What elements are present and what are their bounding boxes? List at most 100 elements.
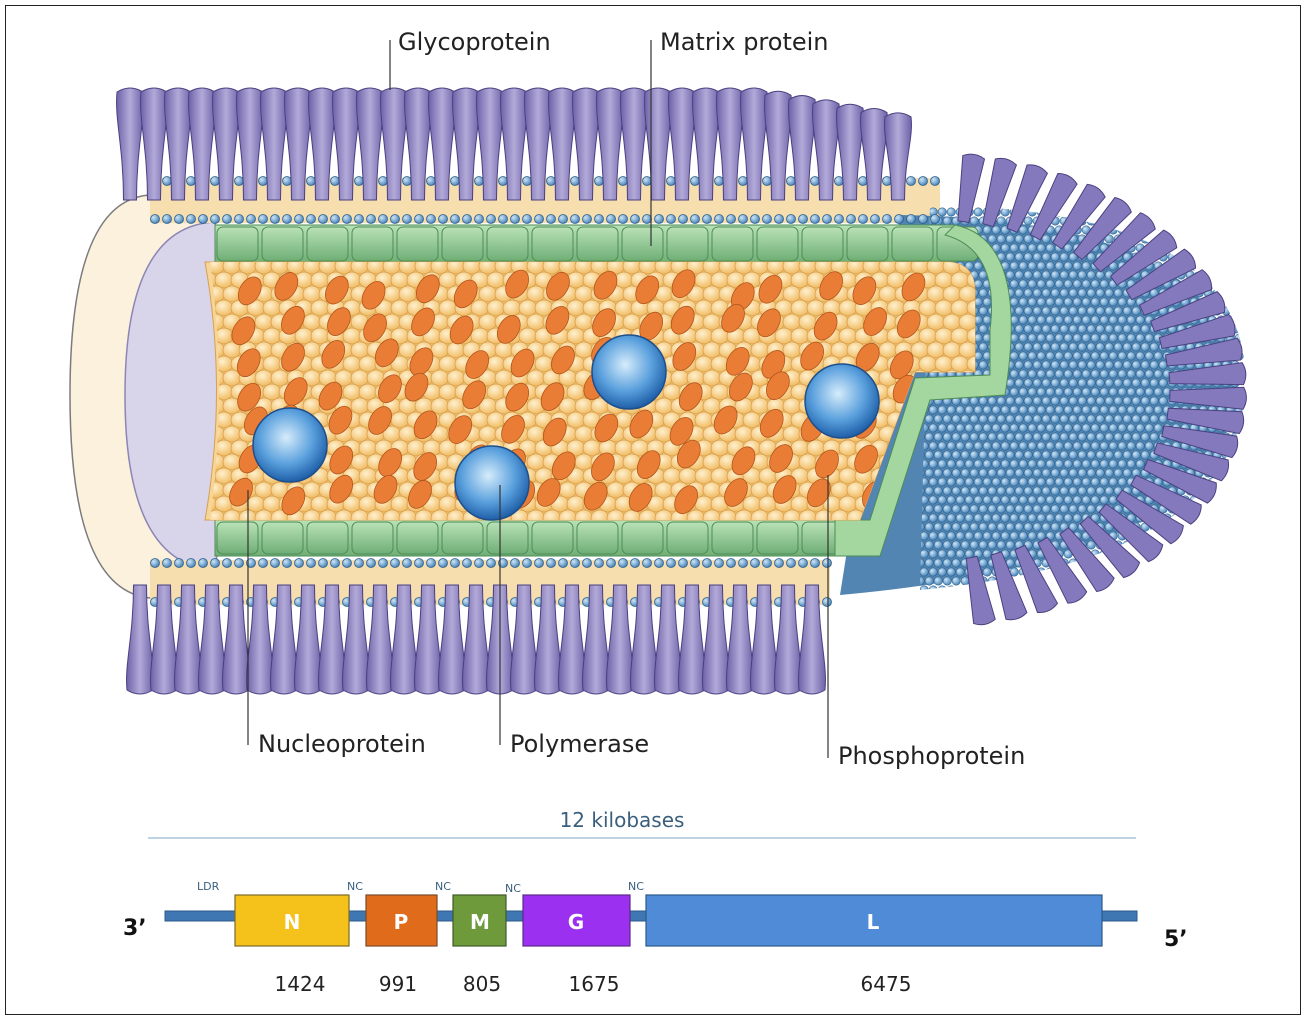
cap-protein — [1051, 487, 1059, 495]
cap-protein — [1046, 388, 1054, 396]
cap-protein — [1217, 532, 1225, 540]
cap-protein — [1069, 397, 1077, 405]
cap-protein — [970, 469, 978, 477]
cap-protein — [1024, 361, 1032, 369]
lipid-head — [151, 215, 160, 224]
nucleoprotein-unit — [559, 482, 577, 498]
lipid-head — [439, 559, 448, 568]
cap-protein — [1033, 523, 1041, 531]
cap-protein — [1118, 478, 1126, 486]
nucleoprotein-unit — [343, 384, 361, 400]
matrix-protein-unit — [802, 227, 843, 261]
nucleoprotein-unit — [567, 328, 585, 344]
cap-protein — [1226, 514, 1234, 522]
nucleoprotein-unit — [567, 300, 585, 316]
cap-protein — [1132, 379, 1140, 387]
nucleoprotein-unit — [215, 300, 233, 316]
cap-protein — [1195, 253, 1203, 261]
cap-protein — [1073, 460, 1081, 468]
cap-protein — [1001, 532, 1009, 540]
cap-protein — [938, 424, 946, 432]
lipid-head — [247, 215, 256, 224]
lipid-head — [655, 559, 664, 568]
cap-protein — [1087, 433, 1095, 441]
cap-protein — [1154, 208, 1162, 216]
cap-protein — [1033, 415, 1041, 423]
nucleoprotein-unit — [575, 286, 593, 302]
cap-protein — [1145, 424, 1153, 432]
cap-protein — [925, 469, 933, 477]
nucleoprotein-unit — [487, 412, 505, 428]
cap-protein — [1019, 532, 1027, 540]
lipid-head — [751, 215, 760, 224]
cap-protein — [1118, 316, 1126, 324]
cap-protein — [1141, 379, 1149, 387]
cap-protein — [947, 424, 955, 432]
nucleoprotein-unit — [879, 398, 897, 414]
cap-protein — [1015, 433, 1023, 441]
nucleoprotein-unit — [575, 398, 593, 414]
cap-protein — [938, 550, 946, 558]
cap-protein — [1028, 298, 1036, 306]
cap-protein — [947, 550, 955, 558]
cap-protein — [934, 577, 942, 585]
lipid-head — [379, 559, 388, 568]
cap-protein — [974, 442, 982, 450]
nucleoprotein-unit — [495, 370, 513, 386]
lipid-head — [799, 215, 808, 224]
cap-protein — [1051, 343, 1059, 351]
cap-protein — [1195, 217, 1203, 225]
nucleoprotein-unit — [703, 482, 721, 498]
cap-protein — [1204, 253, 1212, 261]
cap-protein — [1037, 478, 1045, 486]
cap-protein — [1073, 406, 1081, 414]
cap-protein — [1109, 352, 1117, 360]
cap-protein — [974, 478, 982, 486]
cap-protein — [1078, 271, 1086, 279]
cap-protein — [1235, 532, 1243, 540]
nucleoprotein-unit — [263, 384, 281, 400]
matrix-protein-unit — [262, 522, 303, 554]
cap-protein — [1082, 406, 1090, 414]
cap-protein — [1123, 397, 1131, 405]
lipid-head — [535, 215, 544, 224]
cap-protein — [979, 541, 987, 549]
cap-protein — [1055, 406, 1063, 414]
cap-protein — [979, 361, 987, 369]
cap-protein — [1051, 469, 1059, 477]
lipid-head — [259, 215, 268, 224]
cap-protein — [1163, 550, 1171, 558]
nucleoprotein-unit — [927, 286, 945, 302]
cap-protein — [1055, 280, 1063, 288]
nucleoprotein-unit — [743, 496, 761, 512]
cap-protein — [1213, 541, 1221, 549]
matrix-protein-label: Matrix protein — [660, 28, 829, 56]
cap-protein — [1064, 478, 1072, 486]
lipid-head — [307, 215, 316, 224]
cap-protein — [1150, 361, 1158, 369]
cap-protein — [988, 397, 996, 405]
cap-protein — [1069, 451, 1077, 459]
lipid-head — [499, 177, 508, 186]
cap-protein — [988, 451, 996, 459]
nucleoprotein-unit — [351, 426, 369, 442]
lipid-head — [763, 559, 772, 568]
cap-protein — [1105, 379, 1113, 387]
cap-protein — [1051, 451, 1059, 459]
nucleoprotein-unit — [583, 440, 601, 456]
cap-protein — [1073, 370, 1081, 378]
cap-protein — [1199, 568, 1207, 576]
cap-protein — [979, 433, 987, 441]
nucleoprotein-unit — [471, 412, 489, 428]
lipid-head — [319, 215, 328, 224]
cap-protein — [1015, 469, 1023, 477]
cap-protein — [1024, 289, 1032, 297]
cap-protein — [1141, 433, 1149, 441]
cap-protein — [1105, 451, 1113, 459]
nucleoprotein-unit — [431, 370, 449, 386]
cap-protein — [1109, 316, 1117, 324]
cap-protein — [961, 469, 969, 477]
cap-protein — [1208, 208, 1216, 216]
cap-protein — [952, 505, 960, 513]
